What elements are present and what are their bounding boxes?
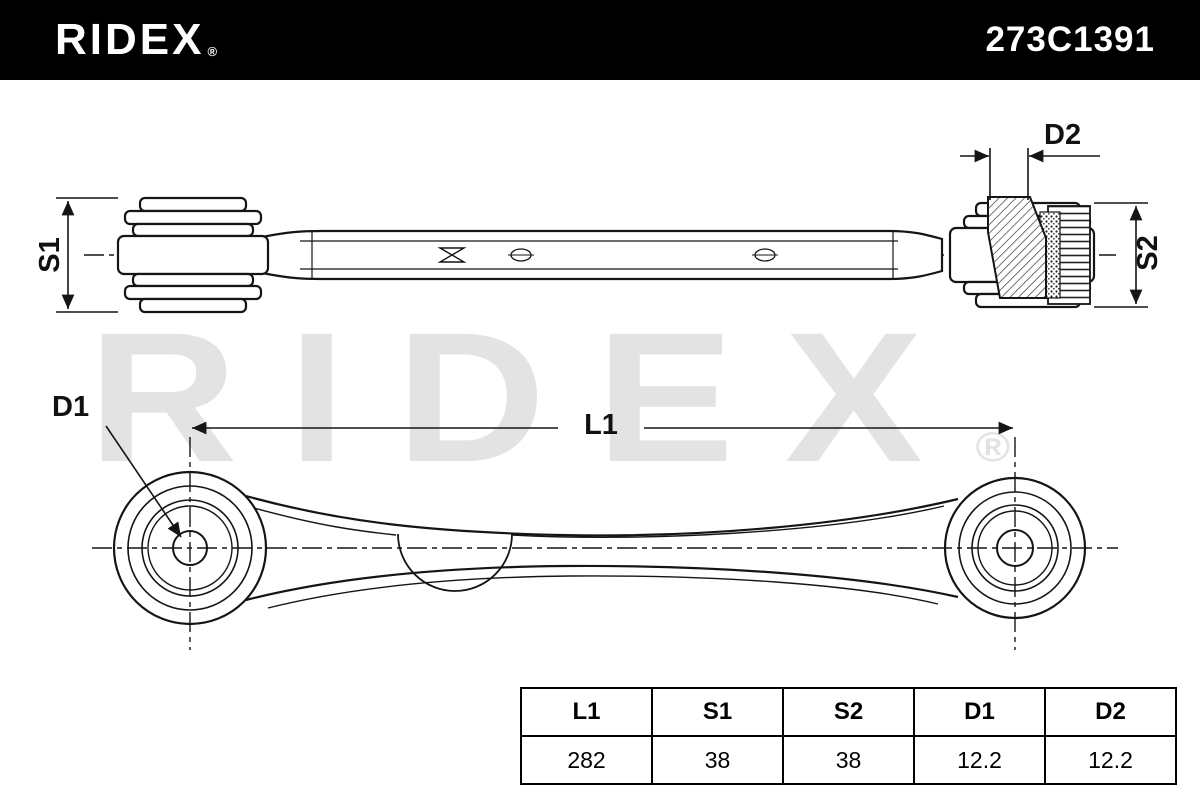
brand-logo: RIDEX® (55, 18, 217, 62)
s1-label: S1 (34, 237, 66, 273)
right-bushing-plan (943, 476, 1087, 620)
watermark: RIDEX® (88, 306, 1010, 491)
left-bushing-plan (112, 470, 268, 626)
d2-label: D2 (1044, 119, 1082, 151)
table-value-s2: 38 (782, 735, 915, 785)
watermark-text: RIDEX (88, 295, 974, 501)
arm-center-notch (397, 533, 513, 592)
d1-label: D1 (52, 391, 90, 423)
table-value-d2: 12.2 (1044, 735, 1177, 785)
arm-bottom-edge (245, 564, 959, 602)
plan-view (92, 437, 1118, 650)
table-header-s2: S2 (782, 687, 915, 737)
table-header-d1: D1 (913, 687, 1046, 737)
s2-label: S2 (1132, 235, 1164, 271)
plan-view-dimensions (105, 421, 1013, 538)
header-bar: RIDEX® 273C1391 (0, 0, 1200, 80)
d1-leader-line (105, 425, 182, 538)
table-header-l1: L1 (520, 687, 653, 737)
arm-shaft (260, 229, 944, 281)
table-value-s1: 38 (651, 735, 784, 785)
dimensions-table-header-row: L1 S1 S2 D1 D2 (520, 687, 1177, 737)
brand-registered-mark: ® (207, 44, 218, 59)
side-view (84, 196, 1116, 314)
table-header-s1: S1 (651, 687, 784, 737)
left-bushing-side (116, 196, 270, 314)
part-number: 273C1391 (985, 20, 1155, 59)
right-bushing-hatched-cone (987, 196, 1047, 299)
arm-top-edge (245, 494, 959, 537)
brand-text: RIDEX (55, 15, 205, 64)
l1-label: L1 (584, 409, 618, 441)
table-value-d1: 12.2 (913, 735, 1046, 785)
table-header-d2: D2 (1044, 687, 1177, 737)
table-value-l1: 282 (520, 735, 653, 785)
dimensions-table-value-row: 282 38 38 12.2 12.2 (520, 735, 1177, 785)
shaft-mark-bowtie (437, 247, 467, 263)
side-view-dimensions (56, 148, 1148, 313)
dimensions-table: L1 S1 S2 D1 D2 282 38 38 12.2 12.2 (520, 687, 1177, 785)
